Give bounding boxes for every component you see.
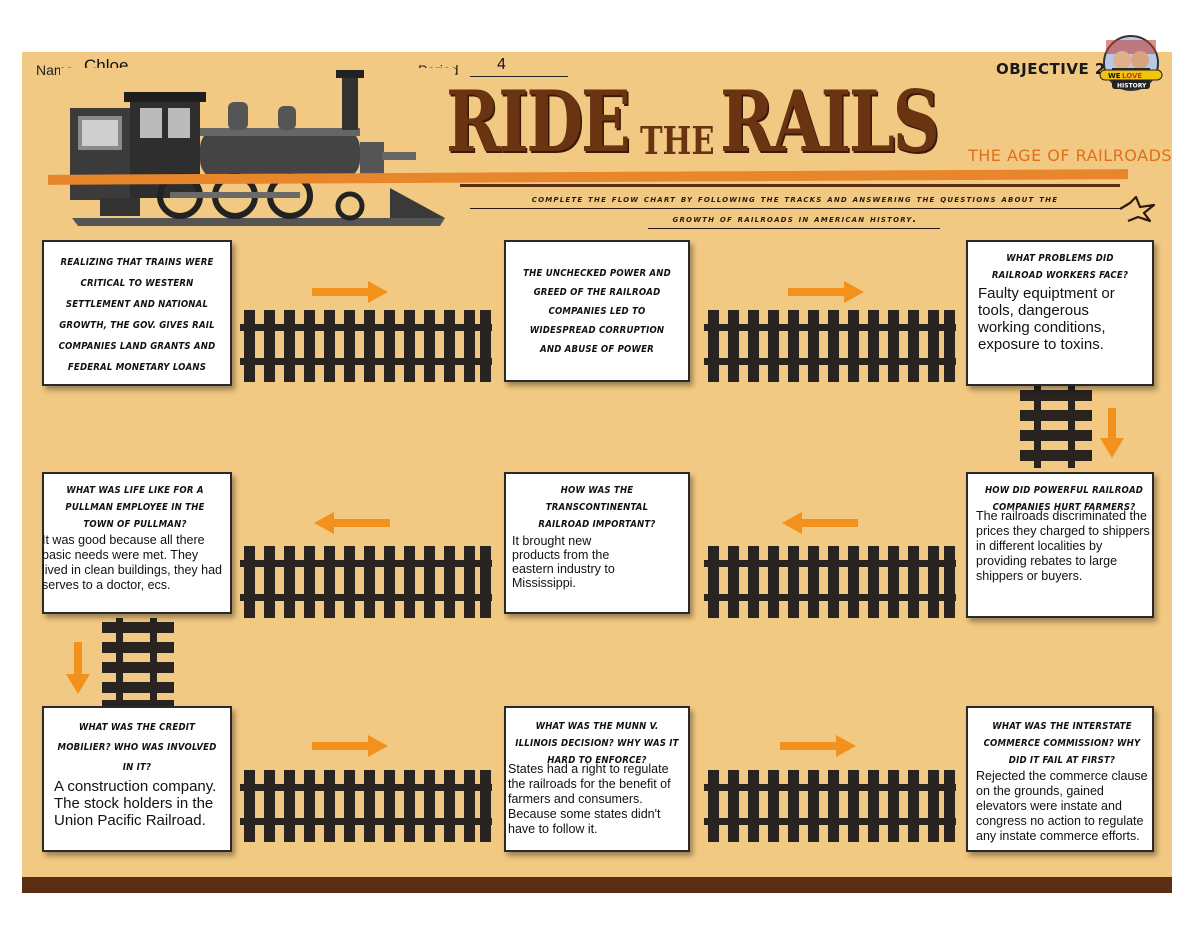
railroad-track-icon	[704, 770, 956, 842]
arrow-right-icon	[312, 281, 388, 303]
instructions-underline	[470, 208, 1120, 209]
title-ride: RIDE	[446, 72, 631, 171]
objective-label: OBJECTIVE 2.1	[996, 60, 1123, 78]
arrow-right-icon	[312, 735, 388, 757]
arrow-left-icon	[314, 512, 390, 534]
we-love-history-logo: WE LOVE HISTORY	[1099, 35, 1163, 91]
box-answer[interactable]: A construction company. The stock holder…	[54, 778, 217, 829]
box-statement: The unchecked power and greed of the rai…	[523, 268, 671, 355]
box-question: How was the transcontinental railroad im…	[538, 485, 656, 530]
railroad-track-icon	[704, 310, 956, 382]
arrow-right-icon	[788, 281, 864, 303]
brown-divider	[460, 184, 1120, 187]
box-statement: Realizing that trains were critical to w…	[58, 257, 216, 373]
railroad-track-icon	[240, 770, 492, 842]
railroad-track-vertical-icon	[1020, 386, 1092, 468]
flow-box-icc: What was the Interstate Commerce Commiss…	[966, 706, 1154, 852]
logo-word-we: WE	[1108, 72, 1121, 80]
box-answer[interactable]: The railroads discriminated the prices t…	[976, 509, 1150, 583]
title-rails: RAILS	[720, 72, 940, 171]
box-answer[interactable]: Faulty equiptment or tools, dangerous wo…	[978, 285, 1115, 353]
instructions-underline-2	[648, 228, 940, 229]
box-question: What was life like for a Pullman employe…	[65, 485, 205, 530]
arrow-right-icon	[780, 735, 856, 757]
railroad-track-icon	[240, 310, 492, 382]
flow-box-munn-v-illinois: What was the Munn v. Illinois decision? …	[504, 706, 690, 852]
arrow-down-icon	[66, 642, 90, 694]
logo-word-history: HISTORY	[1117, 83, 1147, 90]
swirl-doodle-icon	[1119, 195, 1156, 223]
box-answer[interactable]: Rejected the commerce clause on the grou…	[976, 769, 1148, 843]
railroad-track-icon	[704, 546, 956, 618]
arrow-left-icon	[782, 512, 858, 534]
locomotive-illustration	[60, 68, 455, 228]
instructions-line-1: Complete the flow chart by following the…	[531, 194, 1059, 205]
flow-box-worker-problems: What problems did railroad workers face?…	[966, 240, 1154, 386]
bottom-border-bar	[22, 877, 1172, 893]
box-question: How did powerful railroad companies hurt…	[984, 485, 1144, 513]
box-question: What problems did railroad workers face?	[991, 253, 1129, 281]
flow-box-transcontinental: How was the transcontinental railroad im…	[504, 472, 690, 614]
box-question: What was the Munn v. Illinois decision? …	[515, 721, 679, 766]
flow-box-credit-mobilier: What was the Credit Mobilier? Who was in…	[42, 706, 232, 852]
box-question: What was the Credit Mobilier? Who was in…	[57, 722, 217, 773]
railroad-track-vertical-icon	[102, 618, 174, 714]
flow-box-land-grants: Realizing that trains were critical to w…	[42, 240, 232, 386]
box-question: What was the Interstate Commerce Commiss…	[983, 721, 1141, 766]
flow-box-farmers: How did powerful railroad companies hurt…	[966, 472, 1154, 618]
period-field[interactable]: 4	[497, 56, 506, 73]
instructions-line-2: growth of railroads in American history.	[672, 214, 918, 225]
box-answer[interactable]: It brought new products from the eastern…	[512, 534, 615, 590]
period-line	[470, 76, 568, 77]
flow-box-corruption: The unchecked power and greed of the rai…	[504, 240, 690, 382]
title-the: THE	[640, 118, 715, 163]
railroad-track-icon	[240, 546, 492, 618]
instructions: Complete the flow chart by following the…	[470, 190, 1120, 230]
arrow-down-icon	[1100, 408, 1124, 458]
logo-word-love: LOVE	[1122, 72, 1142, 80]
box-answer[interactable]: States had a right to regulate the railr…	[508, 762, 671, 836]
subtitle: THE AGE OF RAILROADS	[968, 146, 1173, 165]
box-answer[interactable]: It was good because all there basic need…	[42, 533, 222, 592]
flow-box-pullman: What was life like for a Pullman employe…	[42, 472, 232, 614]
